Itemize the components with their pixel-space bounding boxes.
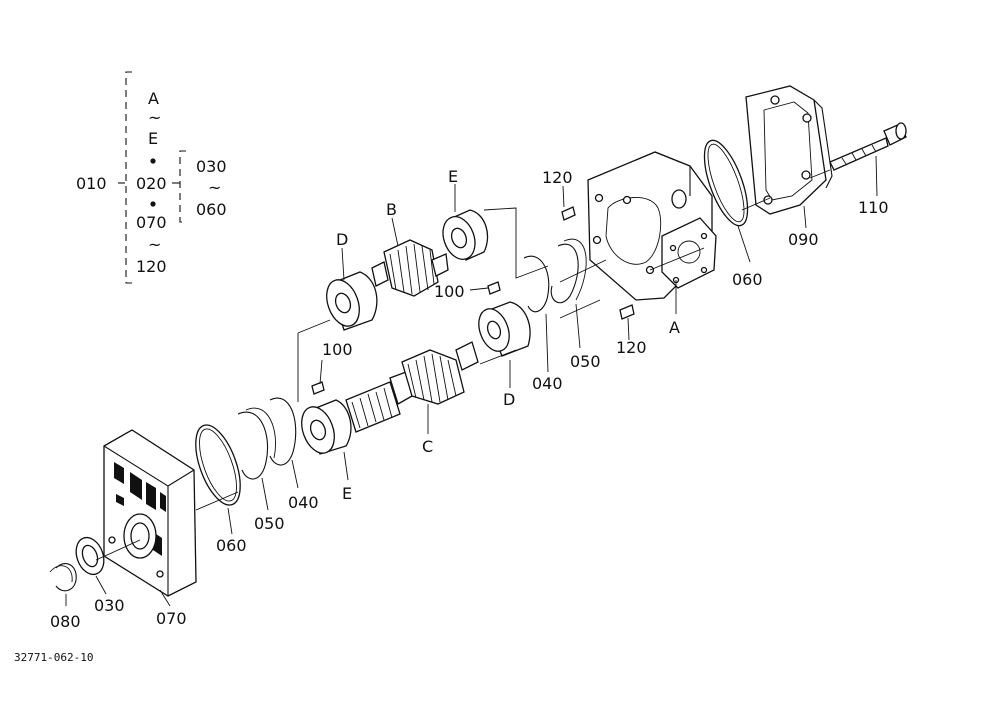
legend-group-top-end: E (148, 129, 158, 148)
callout-D-left: D (336, 230, 348, 249)
legend-group-bottom: 070 (136, 213, 167, 232)
legend-bracket-outer (125, 71, 132, 284)
assembly-lines (95, 169, 831, 561)
callout-D-mid: D (503, 390, 515, 409)
gear-B (371, 239, 449, 297)
legend-group-bottom-end: 120 (136, 257, 167, 276)
legend-bracket-inner (179, 150, 186, 223)
legend-assembly-label: 010 (76, 174, 107, 193)
callout-E-bottom: E (342, 484, 352, 503)
callout-050-left: 050 (254, 514, 285, 533)
o-ring-060-right-inner (707, 143, 745, 223)
pin-120-lower (619, 304, 635, 320)
callout-040-right: 040 (532, 374, 563, 393)
drawing-code: 32771-062-10 (14, 651, 93, 664)
legend-tilde-2: ~ (148, 235, 161, 254)
callout-100-left: 100 (322, 340, 353, 359)
key-100-mid (487, 281, 501, 295)
callout-050-right: 050 (570, 352, 601, 371)
drive-shaft-C (345, 341, 479, 433)
snap-ring-080 (55, 563, 77, 592)
bearing-D-left (326, 271, 378, 331)
callout-080: 080 (50, 612, 81, 631)
pin-120-upper (561, 206, 576, 221)
leader-lines (65, 155, 878, 607)
legend-sub-start: 030 (196, 157, 227, 176)
o-ring-060-right (703, 139, 749, 227)
callout-labels: 120 120 110 090 060 A E B D 100 D 040 05… (50, 167, 889, 631)
callout-110: 110 (858, 198, 889, 217)
callout-040-left: 040 (288, 493, 319, 512)
legend-bullet-2 (150, 201, 156, 207)
callout-070: 070 (156, 609, 187, 628)
assembly-legend: 010 A ~ E 020 070 ~ 120 030 ~ 060 (76, 71, 227, 284)
seal-040-left (269, 397, 297, 466)
rear-cover-090 (745, 85, 833, 215)
callout-A: A (669, 318, 680, 337)
o-ring-060-left (195, 424, 241, 506)
callout-120-upper: 120 (542, 168, 573, 187)
callout-120-lower: 120 (616, 338, 647, 357)
callout-E-top: E (448, 167, 458, 186)
bearing-D-mid (478, 301, 531, 357)
callout-090: 090 (788, 230, 819, 249)
bearing-E-bottom (301, 399, 352, 455)
legend-bullet-1 (150, 158, 156, 164)
legend-tilde-1: ~ (148, 108, 161, 127)
key-100-left (311, 381, 325, 395)
front-cover-070 (103, 429, 197, 597)
legend-group-top: A (148, 89, 159, 108)
seal-050-right (550, 243, 579, 304)
bearing-E-top (442, 209, 489, 261)
pump-housing (587, 151, 717, 301)
callout-030: 030 (94, 596, 125, 615)
legend-middle-label: 020 (136, 174, 167, 193)
legend-sub-end: 060 (196, 200, 227, 219)
callout-100-mid: 100 (434, 282, 465, 301)
oil-seal-030 (75, 536, 105, 576)
callout-C: C (422, 437, 433, 456)
callout-060-left: 060 (216, 536, 247, 555)
bolt-110 (829, 122, 907, 171)
legend-tilde-3: ~ (208, 178, 221, 197)
seal-050-left (237, 411, 269, 480)
seal-040-right (523, 255, 550, 313)
callout-060-right: 060 (732, 270, 763, 289)
callout-B: B (386, 200, 397, 219)
